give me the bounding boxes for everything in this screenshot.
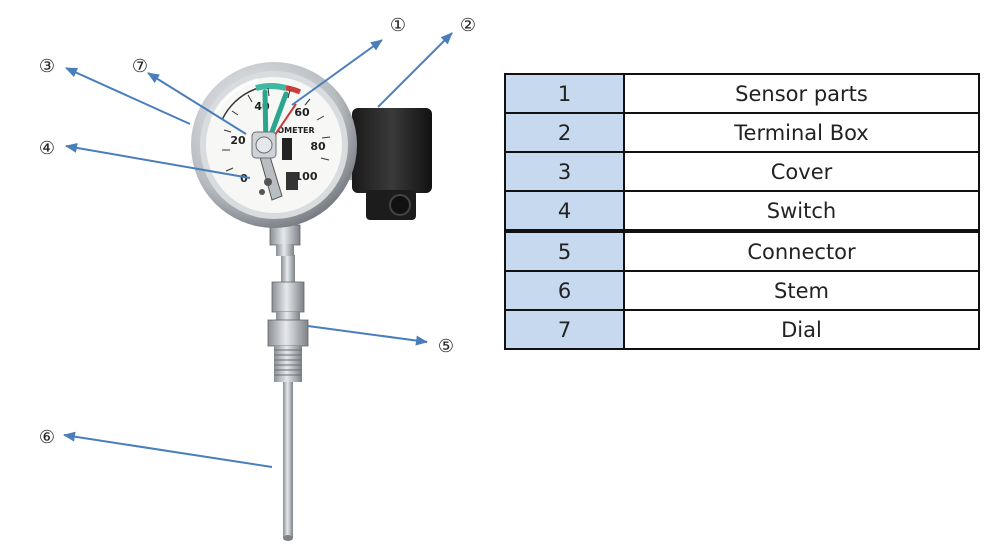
callout-3: ③: [39, 56, 55, 77]
callout-5: ⑤: [438, 336, 454, 357]
callout-arrow-5: [307, 325, 428, 346]
callout-arrows: [63, 32, 453, 468]
table-row: 6 Stem: [504, 270, 980, 311]
part-number-cell: 5: [504, 229, 625, 272]
part-number-cell: 1: [504, 73, 625, 114]
table-row: 7 Dial: [504, 309, 980, 350]
callout-4: ④: [39, 138, 55, 159]
callout-arrow-1: [291, 39, 383, 106]
callout-6: ⑥: [39, 427, 55, 448]
center-knob: [251, 131, 277, 159]
table-row: 4 Switch: [504, 190, 980, 232]
dial-scale-0: 0: [240, 172, 248, 185]
part-name-cell: Stem: [623, 270, 980, 311]
part-number-cell: 2: [504, 112, 625, 153]
table-row: 1 Sensor parts: [504, 73, 980, 114]
switch-mechanism: [257, 138, 298, 201]
part-name-cell: Terminal Box: [623, 112, 980, 153]
part-number-cell: 4: [504, 190, 625, 232]
part-name-cell: Sensor parts: [623, 73, 980, 114]
table-row: 5 Connector: [504, 229, 980, 272]
stem: [281, 255, 295, 541]
connector: [267, 281, 309, 382]
callout-2: ②: [460, 15, 476, 36]
parts-table: 1 Sensor parts 2 Terminal Box 3 Cover 4 …: [504, 73, 980, 350]
table-row: 2 Terminal Box: [504, 112, 980, 153]
dial-label: OMETER: [277, 126, 314, 135]
part-name-cell: Switch: [623, 190, 980, 232]
callout-1: ①: [390, 15, 406, 36]
dial-scale-20: 20: [230, 134, 246, 147]
part-number-cell: 7: [504, 309, 625, 350]
callout-arrow-4: [65, 142, 251, 179]
dial-scale-80: 80: [310, 140, 326, 153]
callout-arrow-6: [63, 431, 273, 468]
part-number-cell: 6: [504, 270, 625, 311]
dial-scale-60: 60: [294, 106, 310, 119]
part-number-cell: 3: [504, 151, 625, 192]
callout-arrow-2: [377, 32, 453, 108]
part-name-cell: Dial: [623, 309, 980, 350]
callout-arrow-3: [65, 67, 191, 125]
part-name-cell: Connector: [623, 229, 980, 272]
dial-scale-100: 100: [295, 170, 318, 183]
part-name-cell: Cover: [623, 151, 980, 192]
callout-arrow-7: [147, 72, 247, 135]
callout-7: ⑦: [132, 56, 148, 77]
table-row: 3 Cover: [504, 151, 980, 192]
